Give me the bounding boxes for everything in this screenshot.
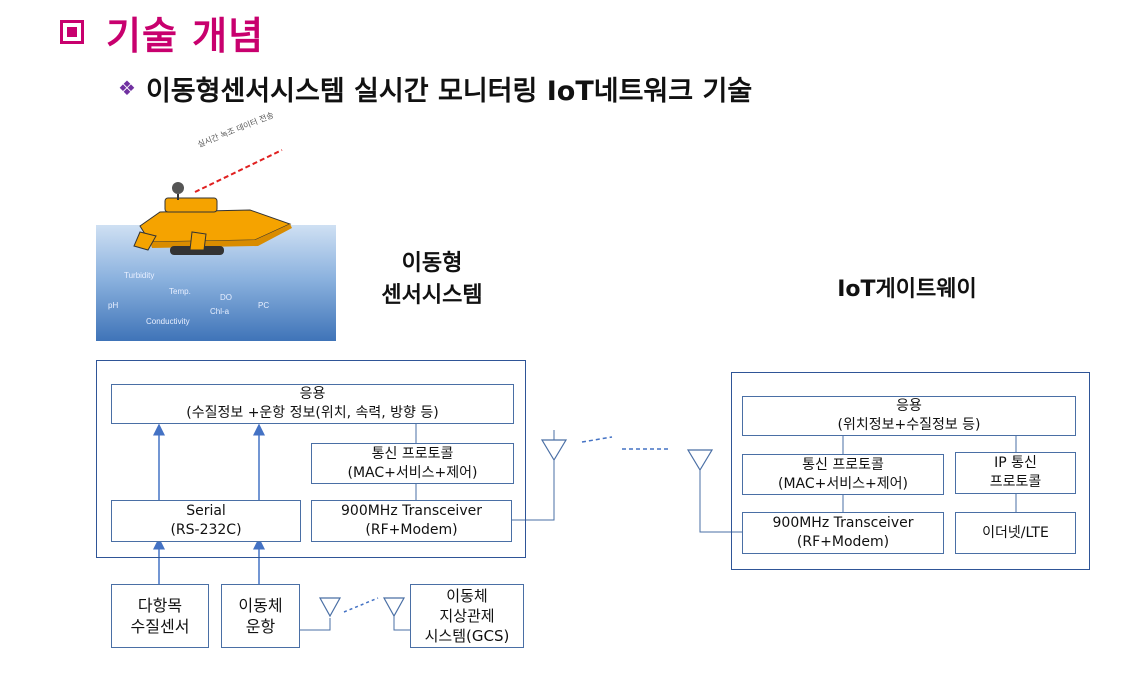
right-app-box: 응용 (위치정보+수질정보 등) bbox=[742, 396, 1076, 436]
gcs-line1: 이동체 bbox=[446, 587, 488, 605]
page-title: 기술 개념 bbox=[60, 2, 264, 62]
right-transceiver-box: 900MHz Transceiver (RF+Modem) bbox=[742, 512, 944, 554]
ip-protocol-box: IP 통신 프로토콜 bbox=[955, 452, 1076, 494]
serial-desc: (RS-232C) bbox=[170, 522, 242, 538]
water-sensor-line2: 수질센서 bbox=[130, 617, 190, 636]
ethernet-lte-box: 이더넷/LTE bbox=[955, 512, 1076, 554]
param-label: Chl-a bbox=[210, 307, 230, 316]
param-label: Conductivity bbox=[146, 317, 190, 326]
mobile-system-container bbox=[96, 360, 526, 558]
gcs-box: 이동체 지상관제 시스템(GCS) bbox=[410, 584, 524, 648]
page-subtitle-text: 이동형센서시스템 실시간 모니터링 IoT네트워크 기술 bbox=[145, 75, 753, 107]
water-image: Turbidity Temp. DO pH Chl-a PC Conductiv… bbox=[96, 225, 336, 341]
gateway-container bbox=[731, 372, 1090, 570]
page-subtitle: ❖ 이동형센서시스템 실시간 모니터링 IoT네트워크 기술 bbox=[118, 68, 752, 108]
right-protocol-desc: (MAC+서비스+제어) bbox=[778, 475, 908, 492]
gateway-label: IoT게이트웨이 bbox=[837, 277, 977, 302]
right-transceiver-title: 900MHz Transceiver bbox=[772, 515, 914, 531]
mobile-sensor-label-line2: 센서시스템 bbox=[381, 283, 483, 308]
vehicle-operation-line2: 운항 bbox=[245, 617, 276, 636]
param-label: pH bbox=[108, 301, 119, 310]
param-label: PC bbox=[258, 301, 270, 310]
left-transceiver-box: 900MHz Transceiver (RF+Modem) bbox=[311, 500, 512, 542]
left-transceiver-desc: (RF+Modem) bbox=[365, 522, 458, 538]
serial-box: Serial (RS-232C) bbox=[111, 500, 301, 542]
param-label: Temp. bbox=[169, 287, 191, 296]
left-app-box: 응용 (수질정보 +운항 정보(위치, 속력, 방향 등) bbox=[111, 384, 514, 424]
left-app-desc: (수질정보 +운항 정보(위치, 속력, 방향 등) bbox=[186, 405, 439, 421]
right-transceiver-desc: (RF+Modem) bbox=[796, 534, 890, 550]
page-title-text: 기술 개념 bbox=[106, 13, 265, 58]
vehicle-operation-box: 이동체 운항 bbox=[221, 584, 300, 648]
ip-protocol-line1: IP 통신 bbox=[994, 455, 1037, 471]
right-protocol-box: 통신 프로토콜 (MAC+서비스+제어) bbox=[742, 454, 944, 495]
title-square-icon bbox=[60, 20, 84, 44]
diamond-bullet-icon: ❖ bbox=[118, 76, 136, 100]
right-protocol-title: 통신 프로토콜 bbox=[802, 456, 884, 473]
param-label: DO bbox=[220, 293, 232, 302]
left-protocol-title: 통신 프로토콜 bbox=[371, 445, 454, 462]
left-protocol-box: 통신 프로토콜 (MAC+서비스+제어) bbox=[311, 443, 514, 484]
right-app-desc: (위치정보+수질정보 등) bbox=[837, 417, 981, 433]
serial-title: Serial bbox=[186, 503, 226, 519]
mobile-sensor-label: 이동형 센서시스템 bbox=[362, 248, 502, 312]
left-app-title: 응용 bbox=[299, 386, 326, 402]
gcs-line2: 지상관제 bbox=[439, 607, 495, 625]
param-label: Turbidity bbox=[124, 271, 155, 280]
mobile-sensor-label-line1: 이동형 bbox=[401, 251, 463, 276]
left-protocol-desc: (MAC+서비스+제어) bbox=[347, 464, 478, 481]
water-sensor-line1: 다항목 bbox=[137, 596, 183, 615]
vehicle-operation-line1: 이동체 bbox=[238, 596, 283, 615]
water-sensor-box: 다항목 수질센서 bbox=[111, 584, 209, 648]
gcs-line3: 시스템(GCS) bbox=[424, 627, 510, 645]
ethernet-lte-label: 이더넷/LTE bbox=[982, 524, 1049, 541]
ip-protocol-line2: 프로토콜 bbox=[989, 474, 1042, 490]
left-transceiver-title: 900MHz Transceiver bbox=[341, 503, 482, 519]
right-app-title: 응용 bbox=[896, 398, 922, 414]
